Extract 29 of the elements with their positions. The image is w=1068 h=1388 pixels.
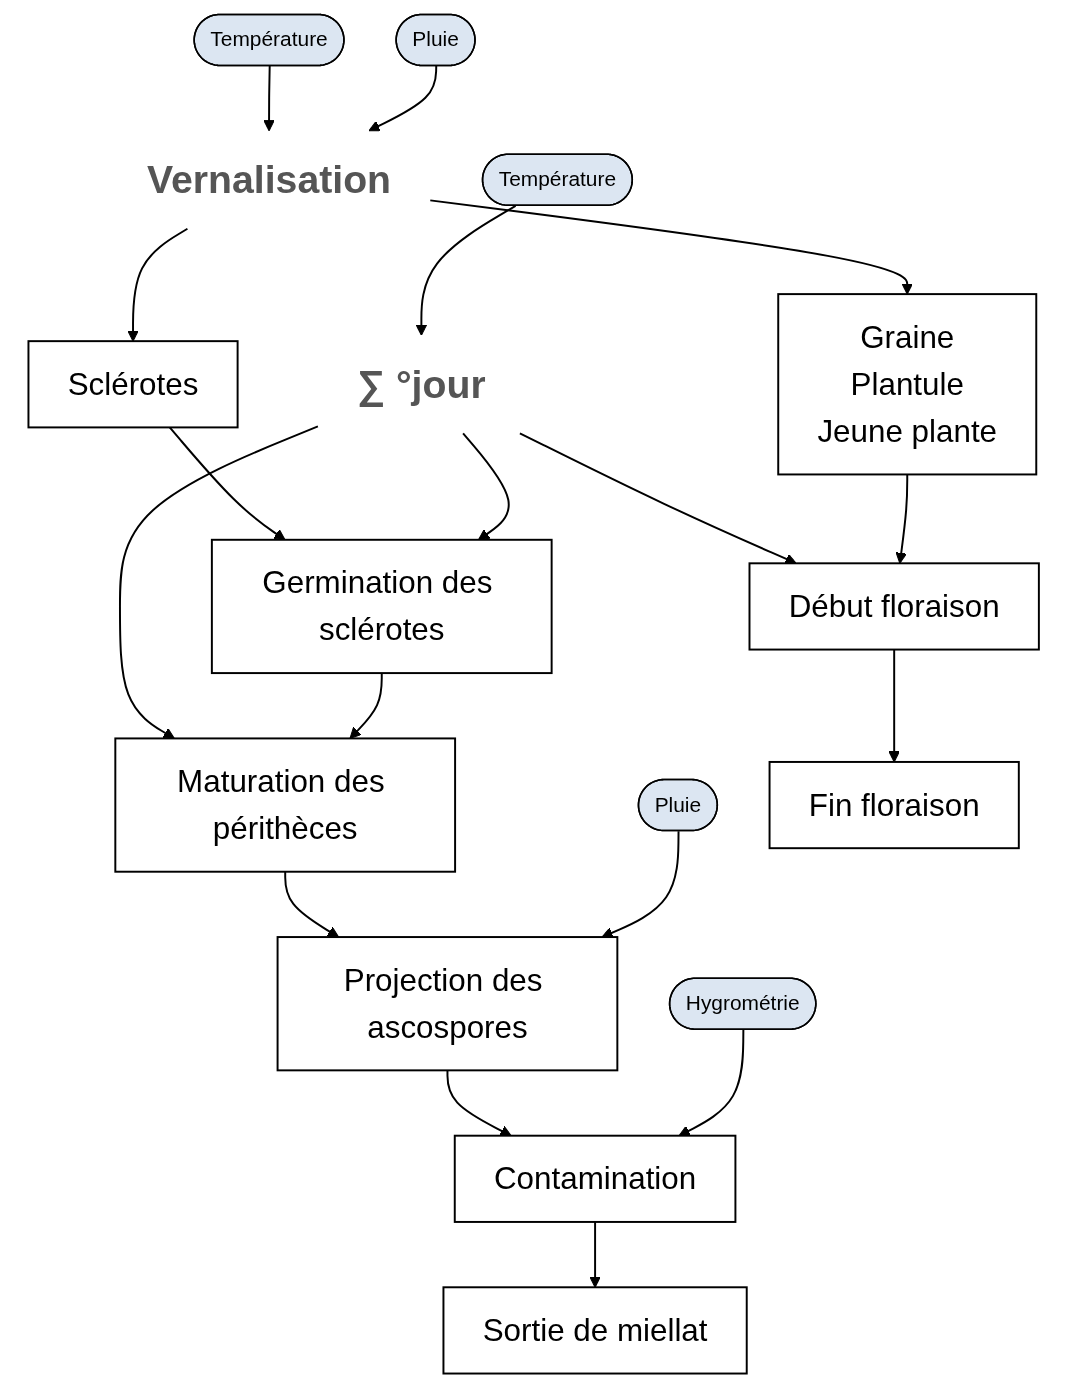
node-box bbox=[768, 760, 1021, 850]
node-text: ∑ °jour bbox=[357, 362, 486, 406]
arrow bbox=[895, 473, 909, 564]
arrow bbox=[127, 227, 189, 342]
arrow bbox=[429, 199, 914, 295]
flowchart: Température Pluie Vernalisation Graine Plantule Jeune plante Sclérotes ∑ °jour Germination des sclérotes Température Maturation des périthèces Pluie Début floraison Projection des ascospores Hygrométrie Contamination Fin floraison Sortie de miellat bbox=[18, 4, 1050, 1384]
node-box bbox=[27, 340, 239, 429]
node-box bbox=[276, 936, 619, 1072]
node-box bbox=[454, 1134, 737, 1223]
arrow bbox=[601, 830, 680, 939]
arrow bbox=[349, 672, 384, 739]
arrow bbox=[678, 1028, 745, 1137]
arrow bbox=[519, 432, 797, 565]
node-box bbox=[442, 1286, 749, 1375]
node-box bbox=[777, 293, 1038, 476]
arrow bbox=[462, 432, 511, 541]
arrow bbox=[888, 648, 901, 763]
arrow bbox=[589, 1220, 602, 1288]
arrow bbox=[446, 1069, 512, 1137]
arrow bbox=[368, 65, 438, 132]
node-box bbox=[748, 562, 1041, 651]
arrow bbox=[119, 425, 320, 739]
arrow bbox=[284, 870, 340, 938]
node-text: Vernalisation bbox=[147, 158, 392, 202]
node-box bbox=[211, 538, 553, 675]
node-box bbox=[114, 737, 457, 873]
arrow bbox=[415, 204, 517, 336]
arrow bbox=[263, 65, 276, 132]
arrow bbox=[169, 426, 286, 541]
